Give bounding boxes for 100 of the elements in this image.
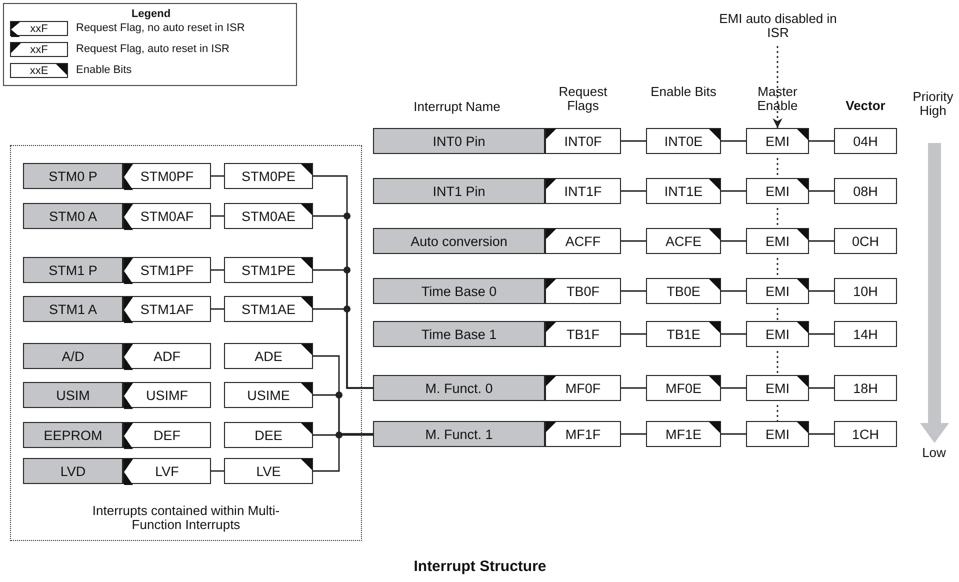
enable-bit-box: ADE	[224, 343, 313, 369]
connector-line	[776, 258, 778, 278]
connector-line	[621, 140, 646, 142]
vector-box: 0CH	[834, 228, 897, 254]
column-header: Enable Bits	[650, 85, 718, 99]
connector-line	[809, 190, 834, 192]
request-flag-box: STM1AF	[123, 296, 211, 322]
vector-box: 10H	[834, 278, 897, 304]
request-flag-box: TB1F	[545, 321, 621, 347]
interrupt-name-box: INT1 Pin	[373, 178, 545, 204]
interrupt-name-box: M. Funct. 0	[373, 375, 545, 401]
request-flag-box: ADF	[123, 343, 211, 369]
enable-bit-box: INT1E	[646, 178, 721, 204]
enable-bit-box: ACFE	[646, 228, 721, 254]
interrupt-name-box: Time Base 0	[373, 278, 545, 304]
legend-sample: xxF	[10, 21, 68, 36]
enable-bit-box: MF1E	[646, 421, 721, 447]
enable-bit-box: STM0AE	[224, 203, 313, 229]
request-flag-box: INT0F	[545, 128, 621, 154]
note-text: EMI auto disabled in ISR	[718, 12, 838, 42]
master-enable-box: EMI	[746, 178, 809, 204]
connector-line	[721, 240, 746, 242]
connector-line	[809, 387, 834, 389]
legend-text: Enable Bits	[76, 64, 132, 76]
interrupt-name-box: EEPROM	[23, 422, 123, 448]
connector-line	[211, 175, 224, 177]
request-flag-box: STM0AF	[123, 203, 211, 229]
request-flag-box: USIMF	[123, 382, 211, 408]
enable-bit-box: LVE	[224, 458, 313, 484]
vector-box: 08H	[834, 178, 897, 204]
connector-line	[776, 158, 778, 178]
connector-line	[721, 333, 746, 335]
connector-line	[776, 351, 778, 375]
enable-bit-box: USIME	[224, 382, 313, 408]
request-flag-box: LVF	[123, 458, 211, 484]
enable-bit-box: STM1PE	[224, 257, 313, 283]
dashed-group-frame	[10, 145, 362, 541]
interrupt-name-box: STM0 P	[23, 163, 123, 189]
connector-line	[721, 140, 746, 142]
enable-bit-box: TB1E	[646, 321, 721, 347]
request-flag-box: TB0F	[545, 278, 621, 304]
legend-title: Legend	[130, 7, 172, 21]
connector-line	[621, 190, 646, 192]
priority-label: Priority High	[912, 90, 954, 118]
request-flag-box: INT1F	[545, 178, 621, 204]
connector-line	[776, 308, 778, 321]
interrupt-name-box: INT0 Pin	[373, 128, 545, 154]
connector-line	[211, 308, 224, 310]
interrupt-name-box: STM1 A	[23, 296, 123, 322]
connector-line	[313, 433, 373, 472]
interrupt-name-box: M. Funct. 1	[373, 421, 545, 447]
enable-bit-box: STM0PE	[224, 163, 313, 189]
connector-line	[621, 240, 646, 242]
master-enable-box: EMI	[746, 321, 809, 347]
connector-line	[621, 290, 646, 292]
master-enable-box: EMI	[746, 278, 809, 304]
vector-box: 1CH	[834, 421, 897, 447]
interrupt-name-box: USIM	[23, 382, 123, 408]
connector-line	[809, 240, 834, 242]
connector-line	[809, 140, 834, 142]
enable-bit-box: MF0E	[646, 375, 721, 401]
interrupt-name-box: Auto conversion	[373, 228, 545, 254]
request-flag-box: STM1PF	[123, 257, 211, 283]
connector-line	[809, 433, 834, 435]
request-flag-box: MF1F	[545, 421, 621, 447]
interrupt-name-box: LVD	[23, 458, 123, 484]
vector-box: 18H	[834, 375, 897, 401]
interrupt-name-box: A/D	[23, 343, 123, 369]
enable-bit-box: STM1AE	[224, 296, 313, 322]
connector-line	[211, 269, 224, 271]
priority-label: Low	[921, 446, 947, 460]
request-flag-box: STM0PF	[123, 163, 211, 189]
column-header: Master Enable	[756, 85, 799, 113]
master-enable-box: EMI	[746, 375, 809, 401]
connector-line	[721, 290, 746, 292]
column-header: Vector	[844, 99, 886, 113]
column-header: Request Flags	[558, 85, 608, 113]
interrupt-name-box: Time Base 1	[373, 321, 545, 347]
connector-line	[776, 208, 778, 228]
legend-text: Request Flag, no auto reset in ISR	[76, 22, 245, 34]
connector-line	[621, 433, 646, 435]
enable-bit-box: INT0E	[646, 128, 721, 154]
connector-line	[721, 190, 746, 192]
connector-line	[313, 308, 373, 389]
connector-line	[211, 215, 224, 217]
connector-line	[313, 434, 373, 436]
connector-line	[211, 470, 224, 472]
connector-line	[809, 290, 834, 292]
master-enable-box: EMI	[746, 228, 809, 254]
legend-sample: xxE	[10, 63, 68, 78]
connector-line	[721, 433, 746, 435]
master-enable-box: EMI	[746, 421, 809, 447]
enable-bit-box: TB0E	[646, 278, 721, 304]
interrupt-name-box: STM0 A	[23, 203, 123, 229]
request-flag-box: MF0F	[545, 375, 621, 401]
column-header: Interrupt Name	[412, 100, 502, 114]
connector-line	[809, 333, 834, 335]
connector-line	[621, 333, 646, 335]
legend-sample: xxF	[10, 42, 68, 57]
connector-line	[772, 46, 782, 128]
